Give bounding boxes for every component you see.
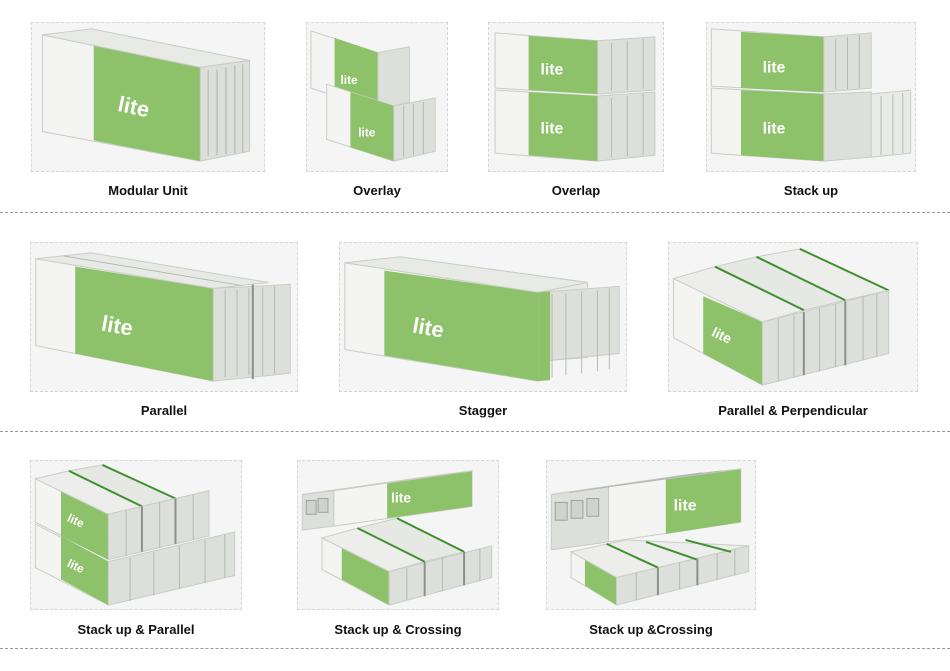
brand-logo-text: lite	[391, 489, 411, 505]
container-illustration-stagger: lite	[344, 256, 620, 382]
caption-stack-up-crossing-1: Stack up & Crossing	[334, 622, 462, 637]
container-illustration-stack-up-parallel: lite lite	[33, 464, 236, 606]
brand-logo-text: lite	[540, 61, 563, 78]
panel-parallel: lite	[30, 242, 298, 392]
panel-overlay: lite lite	[306, 22, 448, 172]
panel-modular-unit: lite	[31, 22, 265, 172]
container-illustration-stack-up: lite lite	[710, 28, 912, 162]
panel-stack-up-parallel: lite lite	[30, 460, 242, 610]
caption-stack-up: Stack up	[783, 183, 839, 198]
brand-logo-text: lite	[358, 125, 376, 139]
panel-stack-up-crossing-2: lite	[546, 460, 756, 610]
caption-stack-up-parallel: Stack up & Parallel	[77, 622, 195, 637]
brand-logo-text: lite	[100, 311, 135, 341]
panel-stack-up: lite lite	[706, 22, 916, 172]
container-illustration-overlay: lite lite	[310, 30, 436, 162]
container-illustration-parallel-perpendicular: lite	[672, 248, 891, 386]
caption-modular-unit: Modular Unit	[108, 183, 188, 198]
brand-logo-text: lite	[411, 313, 446, 343]
brand-logo-text: lite	[65, 556, 87, 576]
container-illustration-modular-unit: lite	[41, 28, 251, 162]
row-divider	[0, 212, 950, 213]
panel-parallel-perpendicular: lite	[668, 242, 918, 392]
panel-stagger: lite	[339, 242, 627, 392]
caption-stagger: Stagger	[458, 403, 508, 418]
container-illustration-parallel: lite	[35, 252, 291, 382]
caption-parallel: Parallel	[140, 403, 188, 418]
container-illustration-stack-up-crossing-1: lite	[301, 470, 493, 606]
caption-overlap: Overlap	[551, 183, 601, 198]
brand-logo-text: lite	[763, 59, 786, 76]
panel-stack-up-crossing-1: lite	[297, 460, 499, 610]
caption-parallel-perpendicular: Parallel & Perpendicular	[718, 403, 868, 418]
container-illustration-stack-up-crossing-2: lite	[550, 468, 750, 606]
brand-logo-text: lite	[709, 324, 734, 347]
brand-logo-text: lite	[674, 497, 697, 514]
brand-logo-text: lite	[763, 121, 786, 138]
row-divider	[0, 648, 950, 649]
row-divider	[0, 431, 950, 432]
caption-overlay: Overlay	[353, 183, 401, 198]
caption-stack-up-crossing-2: Stack up &Crossing	[589, 622, 713, 637]
brand-logo-text: lite	[341, 73, 359, 87]
brand-logo-text: lite	[65, 511, 87, 531]
container-illustration-overlap: lite lite	[494, 32, 656, 162]
panel-overlap: lite lite	[488, 22, 664, 172]
brand-logo-text: lite	[540, 121, 563, 138]
